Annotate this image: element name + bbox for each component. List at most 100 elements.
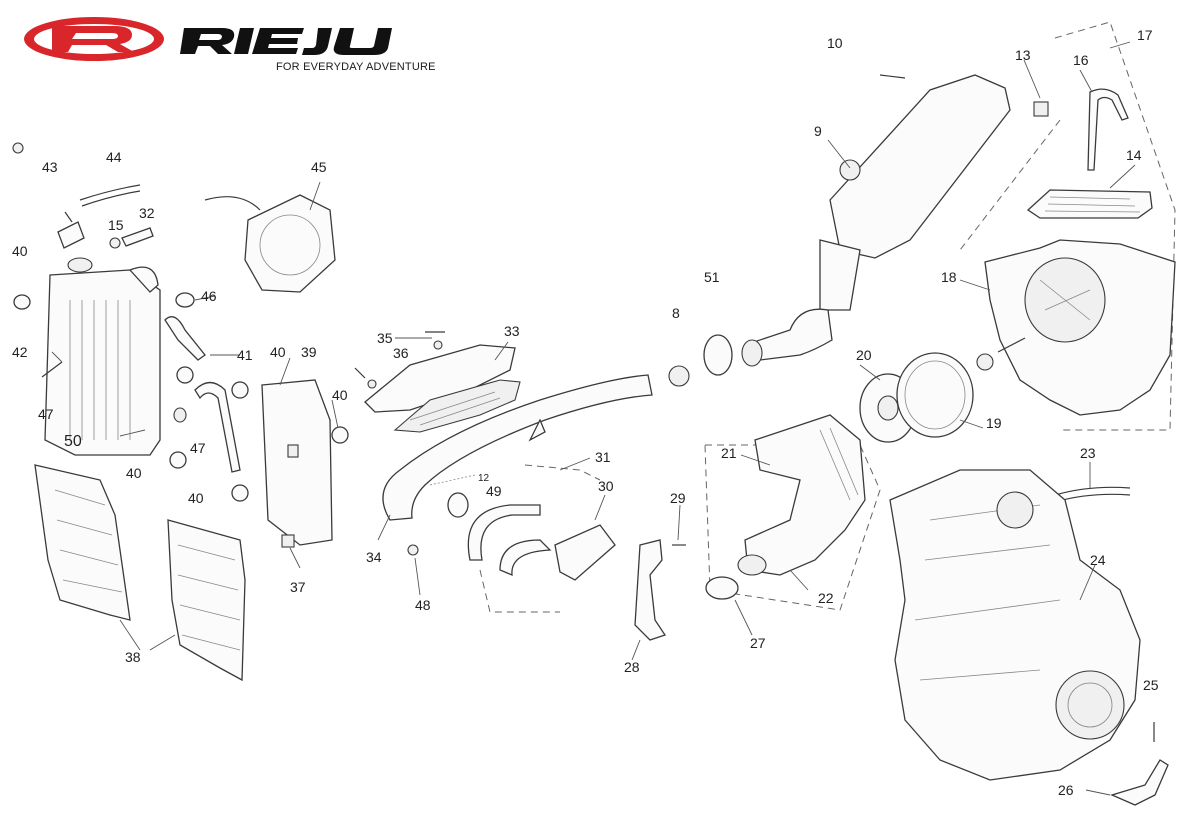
louver-left-part xyxy=(34,464,131,621)
callout-40-a: 40 xyxy=(12,243,28,259)
callout-17: 17 xyxy=(1137,27,1153,43)
breather-hose-part-2 xyxy=(1054,493,1131,503)
airbox-lid-hatch xyxy=(1044,196,1141,213)
callout-32: 32 xyxy=(139,205,155,221)
callout-12: 12 xyxy=(478,473,490,484)
callout-43: 43 xyxy=(42,159,58,175)
callout-44: 44 xyxy=(106,149,122,165)
gasket-part xyxy=(447,492,469,518)
clip-37-part xyxy=(281,534,295,548)
callout-51: 51 xyxy=(704,269,720,285)
overflow-hose-part xyxy=(79,184,141,201)
callout-35: 35 xyxy=(377,330,393,346)
air-filter-part xyxy=(896,352,974,438)
washer-36-part xyxy=(433,340,443,350)
louver-right-slats xyxy=(177,544,241,651)
exhaust-header-part xyxy=(382,374,653,521)
callout-29: 29 xyxy=(670,490,686,506)
clip-part xyxy=(1033,101,1049,117)
callout-26: 26 xyxy=(1058,782,1074,798)
callout-40-e: 40 xyxy=(188,490,204,506)
brand-logo: FOR EVERYDAY ADVENTURE xyxy=(22,14,452,84)
grommet-40c xyxy=(231,381,249,399)
header-tab xyxy=(528,418,546,442)
louver-left-slats xyxy=(54,489,123,593)
radiator-fins xyxy=(69,300,131,440)
intake-group-outline xyxy=(704,444,881,611)
callout-40-c: 40 xyxy=(332,387,348,403)
hose-41a-part xyxy=(164,316,206,361)
callout-8: 8 xyxy=(672,305,680,321)
pump-group-outline xyxy=(524,464,601,481)
engine-clutch-inner xyxy=(1067,682,1113,728)
callout-24: 24 xyxy=(1090,552,1106,568)
callout-27: 27 xyxy=(750,635,766,651)
grommet-40a xyxy=(13,294,31,310)
callout-40-b: 40 xyxy=(270,344,286,360)
heat-shield-inner xyxy=(393,379,521,433)
intake-mouth xyxy=(737,554,767,576)
bolt-part xyxy=(997,337,1026,353)
radiator-neck xyxy=(67,257,93,273)
callout-48: 48 xyxy=(415,597,431,613)
grommet-40b xyxy=(176,366,194,384)
callout-28: 28 xyxy=(624,659,640,675)
washer-part xyxy=(976,353,994,371)
callout-18: 18 xyxy=(941,269,957,285)
clamp-27-part xyxy=(705,576,739,600)
radiator-cap-part xyxy=(57,221,85,249)
rieju-logo-graphic xyxy=(24,17,392,61)
washer-36b-part xyxy=(367,379,377,389)
airbox-lid-part xyxy=(1026,189,1153,219)
callout-15: 15 xyxy=(108,217,124,233)
airbox-group-outline xyxy=(1054,21,1176,431)
intake-boot-hatch xyxy=(819,427,859,501)
callout-41: 41 xyxy=(237,347,253,363)
leader-lines xyxy=(51,41,1136,796)
engine-head-detail xyxy=(996,491,1034,529)
strap-part xyxy=(1087,88,1129,171)
callout-16: 16 xyxy=(1073,52,1089,68)
bolt-42-part xyxy=(41,361,63,378)
heat-shield-outer xyxy=(364,344,516,413)
link-pipe-part xyxy=(743,308,833,361)
silencer-bracket xyxy=(839,159,861,181)
heat-shield-hatch xyxy=(409,391,501,426)
callout-33: 33 xyxy=(504,323,520,339)
callout-25: 25 xyxy=(1143,677,1159,693)
callout-37: 37 xyxy=(290,579,306,595)
callout-20: 20 xyxy=(856,347,872,363)
callout-39: 39 xyxy=(301,344,317,360)
fan-blades xyxy=(259,214,321,276)
callout-14: 14 xyxy=(1126,147,1142,163)
washer-47-part xyxy=(173,407,187,423)
engine-detail-lines xyxy=(914,504,1061,681)
lever-part xyxy=(1110,759,1169,806)
callout-46: 46 xyxy=(201,288,217,304)
hose-41b-part xyxy=(194,381,241,473)
callout-10: 10 xyxy=(827,35,843,51)
bracket-39-part xyxy=(261,379,333,546)
intake-boot-part xyxy=(744,414,866,576)
callout-22: 22 xyxy=(818,590,834,606)
callout-23: 23 xyxy=(1080,445,1096,461)
callout-31: 31 xyxy=(595,449,611,465)
bolt-10-part xyxy=(879,74,906,79)
callout-21: 21 xyxy=(721,445,737,461)
clamp-part xyxy=(703,334,733,376)
brand-tagline: FOR EVERYDAY ADVENTURE xyxy=(276,61,436,73)
callout-47-b: 47 xyxy=(190,440,206,456)
overflow-hose-part-2 xyxy=(81,190,141,207)
pump-part xyxy=(554,524,616,581)
callout-49: 49 xyxy=(486,483,502,499)
silencer-cone-part xyxy=(819,239,861,311)
callout-45: 45 xyxy=(311,159,327,175)
callout-36: 36 xyxy=(393,345,409,361)
clip-15-part xyxy=(109,237,121,249)
callout-34: 34 xyxy=(366,549,382,565)
callout-47-a: 47 xyxy=(38,406,54,422)
hose-32-part xyxy=(121,227,154,247)
radiator-outlet xyxy=(128,266,159,293)
pump-group-outline-2 xyxy=(479,569,560,613)
